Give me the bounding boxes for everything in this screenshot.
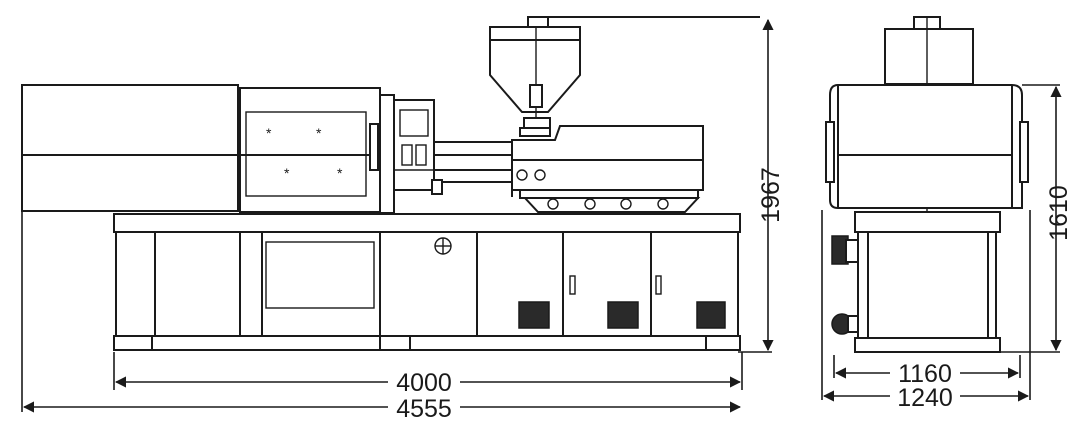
clamp-frame bbox=[239, 87, 381, 213]
machine-bed bbox=[113, 213, 741, 351]
dim-side-base-width: 1160 bbox=[898, 360, 952, 388]
dim-overall-height: 1967 bbox=[757, 167, 785, 223]
dim-overall-length: 4555 bbox=[396, 395, 452, 423]
side-view: 1610 1160 1240 bbox=[821, 16, 1073, 412]
front-view: * * * * bbox=[21, 16, 785, 423]
dim-front-length: 4000 bbox=[396, 369, 452, 397]
bolt-marks: * * * * bbox=[266, 125, 343, 181]
hopper bbox=[489, 16, 760, 137]
dim-side-overall-width: 1240 bbox=[897, 384, 953, 412]
dim-side-height: 1610 bbox=[1045, 185, 1073, 241]
injection-unit bbox=[511, 125, 704, 213]
side-body bbox=[829, 84, 1023, 209]
clamp-block bbox=[21, 84, 239, 212]
svg-text:*: * bbox=[316, 125, 322, 141]
svg-text:*: * bbox=[266, 125, 272, 141]
svg-text:*: * bbox=[337, 165, 343, 181]
svg-text:*: * bbox=[284, 165, 290, 181]
side-hopper bbox=[884, 28, 974, 85]
